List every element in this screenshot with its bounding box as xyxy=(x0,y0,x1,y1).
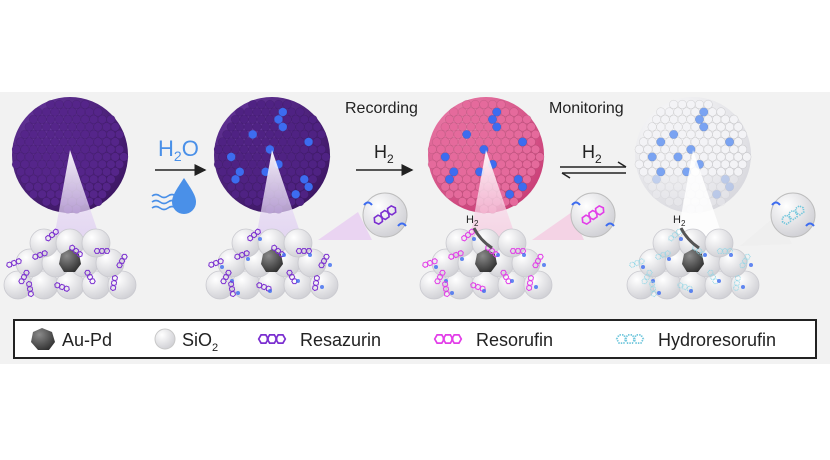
recording-h2-label: H2 xyxy=(374,142,394,166)
resorufin-molecule-icon xyxy=(433,334,463,344)
silica-pile-2 xyxy=(205,228,339,300)
legend-box xyxy=(13,319,817,359)
magnifier-bubble-3 xyxy=(570,192,616,238)
equilibrium-arrows xyxy=(560,161,627,179)
sealed-sphere-with-pores xyxy=(213,97,331,214)
zoom-beam-3 xyxy=(470,150,516,238)
legend-label-sio2: SiO2 xyxy=(182,330,218,354)
legend-label-hydroresorufin: Hydroresorufin xyxy=(658,330,776,350)
water-waves-icon xyxy=(151,193,177,211)
silica-pile-1 xyxy=(3,228,137,300)
legend-item-resazurin: Resazurin xyxy=(257,330,381,350)
water-drop-icon xyxy=(172,178,196,214)
legend-item-sio2: SiO2 xyxy=(154,328,218,354)
pore-h2-label-a: H2 xyxy=(466,214,479,228)
zoom-beam-1 xyxy=(54,150,100,238)
silica-sphere-icon xyxy=(154,328,176,350)
pore-h2-arrow-a xyxy=(472,227,493,250)
au-pd-particle-icon xyxy=(31,328,55,350)
magnifier-bubble-4 xyxy=(770,192,816,238)
legend-label-resazurin: Resazurin xyxy=(300,330,381,350)
legend-item-resorufin: Resorufin xyxy=(433,330,553,350)
hydroresorufin-molecule-icon xyxy=(615,334,645,344)
legend-item-hydroresorufin: Hydroresorufin xyxy=(615,330,776,350)
water-reagent-label: H2O xyxy=(158,136,199,164)
silica-pile-3 xyxy=(419,228,553,300)
legend-label-resorufin: Resorufin xyxy=(476,330,553,350)
pore-h2-arrow-b xyxy=(679,227,700,250)
monitoring-h2-label: H2 xyxy=(582,142,602,166)
zoom-beam-2 xyxy=(256,150,302,238)
resazurin-molecule-icon xyxy=(257,334,287,344)
recording-label: Recording xyxy=(345,100,418,117)
magnifier-beam-2 xyxy=(318,212,372,240)
zoom-beam-4 xyxy=(677,150,723,238)
magnifier-bubble-2 xyxy=(362,192,408,238)
legend-item-au-pd: Au-Pd xyxy=(31,328,112,350)
monitoring-label: Monitoring xyxy=(549,100,624,117)
legend-label-au-pd: Au-Pd xyxy=(62,330,112,350)
silica-pile-4 xyxy=(626,228,760,300)
pore-h2-label-b: H2 xyxy=(673,214,686,228)
